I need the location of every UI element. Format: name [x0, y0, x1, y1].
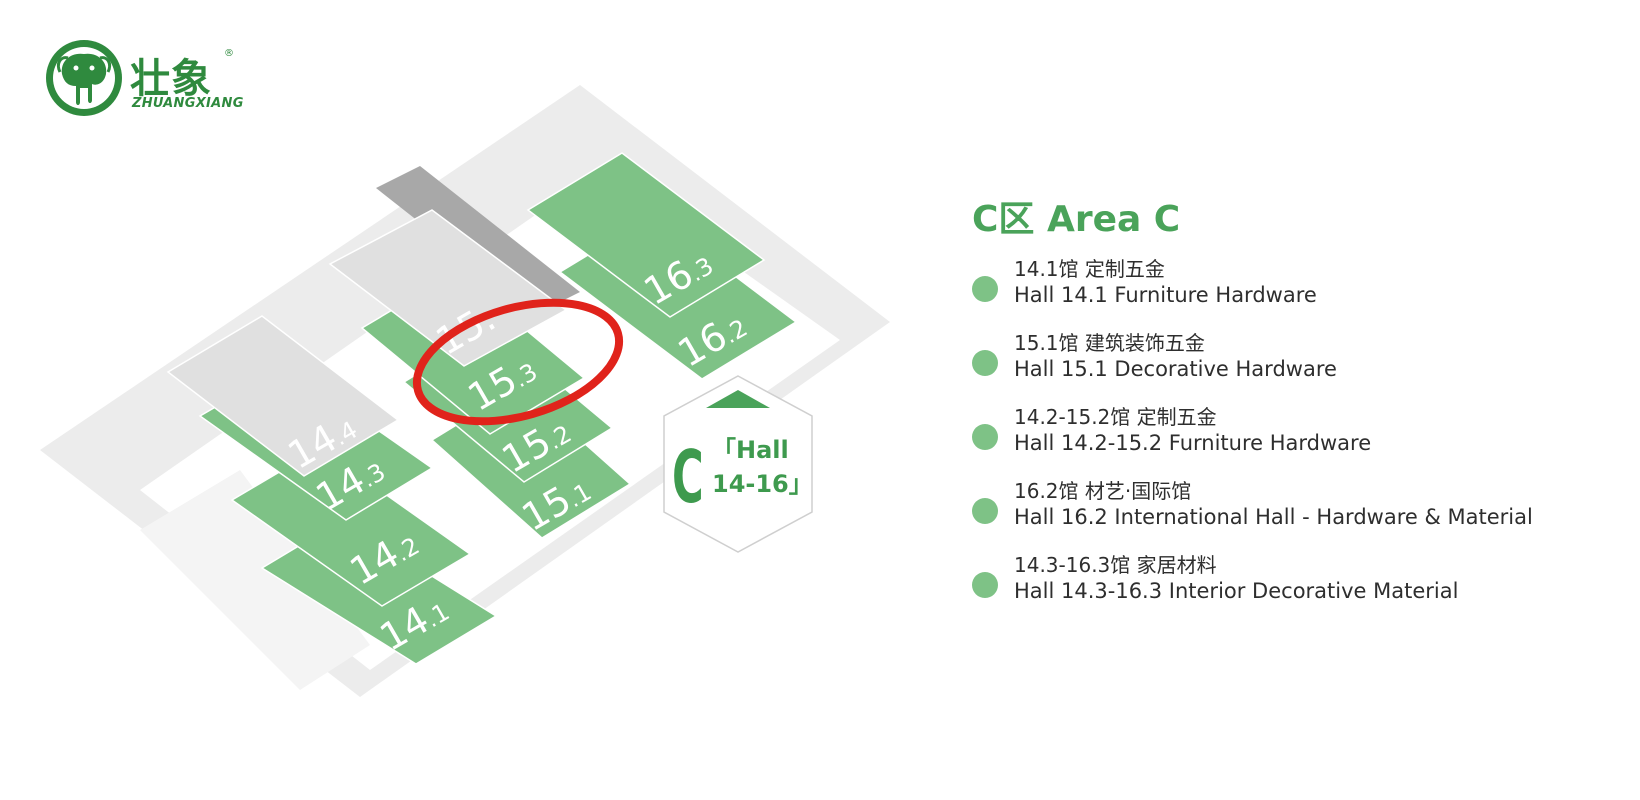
area-badge-line2: 14-16」: [712, 470, 813, 498]
ground-walkway: [140, 470, 370, 690]
area-c-badge: C 「Hall 14-16」: [663, 375, 813, 553]
legend-item-en: Hall 14.2-15.2 Furniture Hardware: [1014, 431, 1372, 455]
legend-dot-icon: [972, 498, 998, 524]
legend-title: C区 Area C: [972, 199, 1181, 240]
legend-item-cn: 14.2-15.2馆 定制五金: [1014, 405, 1217, 429]
area-badge-arrow-icon: [706, 390, 770, 408]
legend-item-en: Hall 15.1 Decorative Hardware: [1014, 357, 1337, 381]
legend-item-en: Hall 14.1 Furniture Hardware: [1014, 283, 1317, 307]
legend-dot-icon: [972, 424, 998, 450]
hall-16-3-top: [526, 152, 766, 318]
hall-map: 14.114.214.314.415.115.215.315.16.216.3 …: [40, 85, 890, 697]
hall-15-4: [328, 209, 568, 367]
legend-item-en: Hall 16.2 International Hall - Hardware …: [1014, 505, 1533, 529]
legend-item-cn: 16.2馆 材艺·国际馆: [1014, 479, 1192, 503]
zhuangxiang-logo: 壮象 ® ZHUANGXIANG: [46, 40, 246, 120]
legend-dot-icon: [972, 572, 998, 598]
hall-14-4: [166, 315, 400, 477]
highlight-circle: [412, 298, 624, 426]
logo-brand-en: ZHUANGXIANG: [132, 96, 244, 111]
area-badge-hexagon: [663, 375, 813, 553]
legend-item-cn: 14.3-16.3馆 家居材料: [1014, 553, 1217, 577]
legend-item-cn: 15.1馆 建筑装饰五金: [1014, 331, 1205, 355]
legend-dot-icon: [972, 350, 998, 376]
legend-item-en: Hall 14.3-16.3 Interior Decorative Mater…: [1014, 579, 1459, 603]
logo-brand-cn: 壮象: [130, 56, 212, 102]
legend-item-cn: 14.1馆 定制五金: [1014, 257, 1165, 281]
hall-connector-dark: [376, 166, 580, 314]
logo-registered-mark: ®: [224, 48, 234, 59]
area-badge-line1: 「Hall: [712, 436, 789, 464]
elephant-head-logo: [46, 40, 122, 116]
legend-dot-icon: [972, 276, 998, 302]
area-badge-letter: C: [672, 437, 704, 521]
